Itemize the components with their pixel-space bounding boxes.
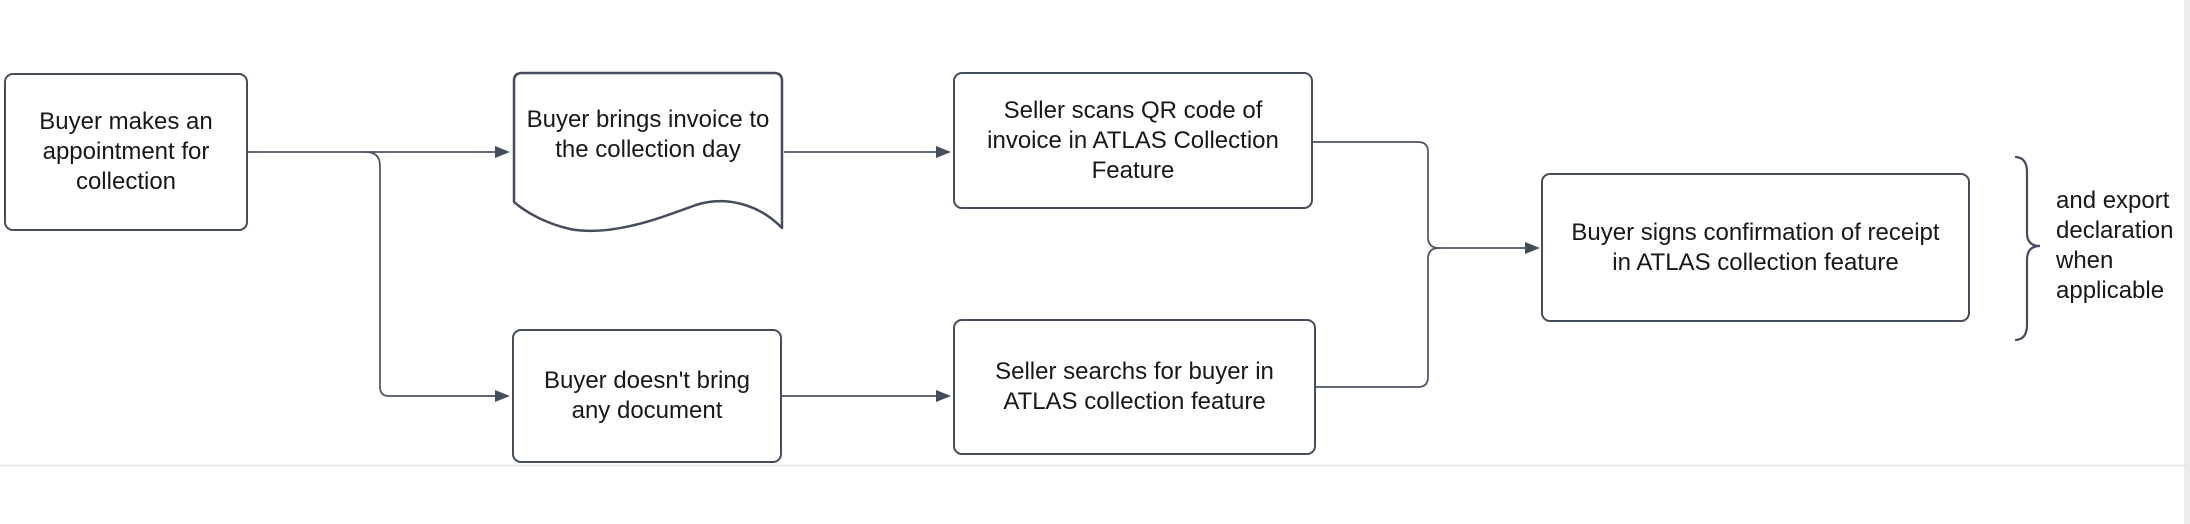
brace-annotation-text: and export declaration when applicable bbox=[2056, 187, 2174, 304]
arrowhead-into-sign[interactable] bbox=[1525, 242, 1540, 254]
curly-brace-shape[interactable] bbox=[2014, 155, 2041, 342]
node-search-buyer[interactable]: Seller searchs for buyer in ATLAS collec… bbox=[953, 319, 1316, 455]
arrowhead-into-document[interactable] bbox=[495, 146, 510, 158]
document-shape[interactable] bbox=[512, 71, 784, 233]
arrowhead-into-scan-qr[interactable] bbox=[936, 146, 951, 158]
node-sign-confirmation[interactable]: Buyer signs confirmation of receipt in A… bbox=[1541, 173, 1970, 322]
arrowhead-into-no-document[interactable] bbox=[495, 390, 510, 402]
connector-search-buyer-to-sign[interactable] bbox=[1316, 247, 1440, 388]
node-appointment[interactable]: Buyer makes an appointment for collectio… bbox=[4, 73, 248, 231]
connector-scan-qr-to-sign[interactable] bbox=[1313, 141, 1440, 249]
node-no-document[interactable]: Buyer doesn't bring any document bbox=[512, 329, 782, 463]
offpage-area bbox=[2186, 0, 2190, 524]
node-invoice-document[interactable]: Buyer brings invoice to the collection d… bbox=[526, 106, 770, 163]
arrowhead-into-search-buyer[interactable] bbox=[936, 390, 951, 402]
connector-appointment-to-no-document[interactable] bbox=[365, 151, 496, 397]
node-scan-qr[interactable]: Seller scans QR code of invoice in ATLAS… bbox=[953, 72, 1313, 209]
